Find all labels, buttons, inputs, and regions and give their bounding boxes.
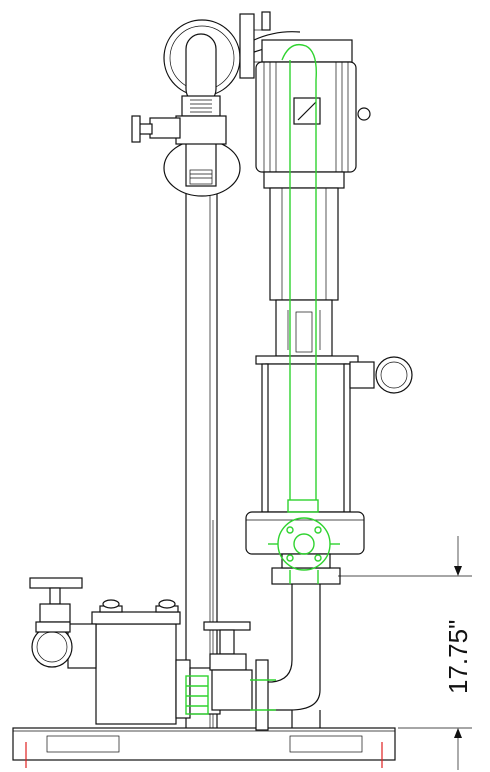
vertical-riser-pipe	[185, 183, 218, 728]
gate-valve	[203, 621, 253, 711]
flow-path-highlight	[185, 43, 340, 715]
top-header-tee	[131, 11, 301, 197]
height-dimension: 17.75"	[338, 536, 473, 770]
motor	[255, 39, 371, 357]
dimension-label: 17.75"	[443, 620, 473, 694]
inlet-valve	[29, 577, 97, 669]
base-plate	[12, 727, 396, 768]
discharge-pipe	[255, 584, 321, 731]
pump-barrel	[245, 355, 413, 585]
